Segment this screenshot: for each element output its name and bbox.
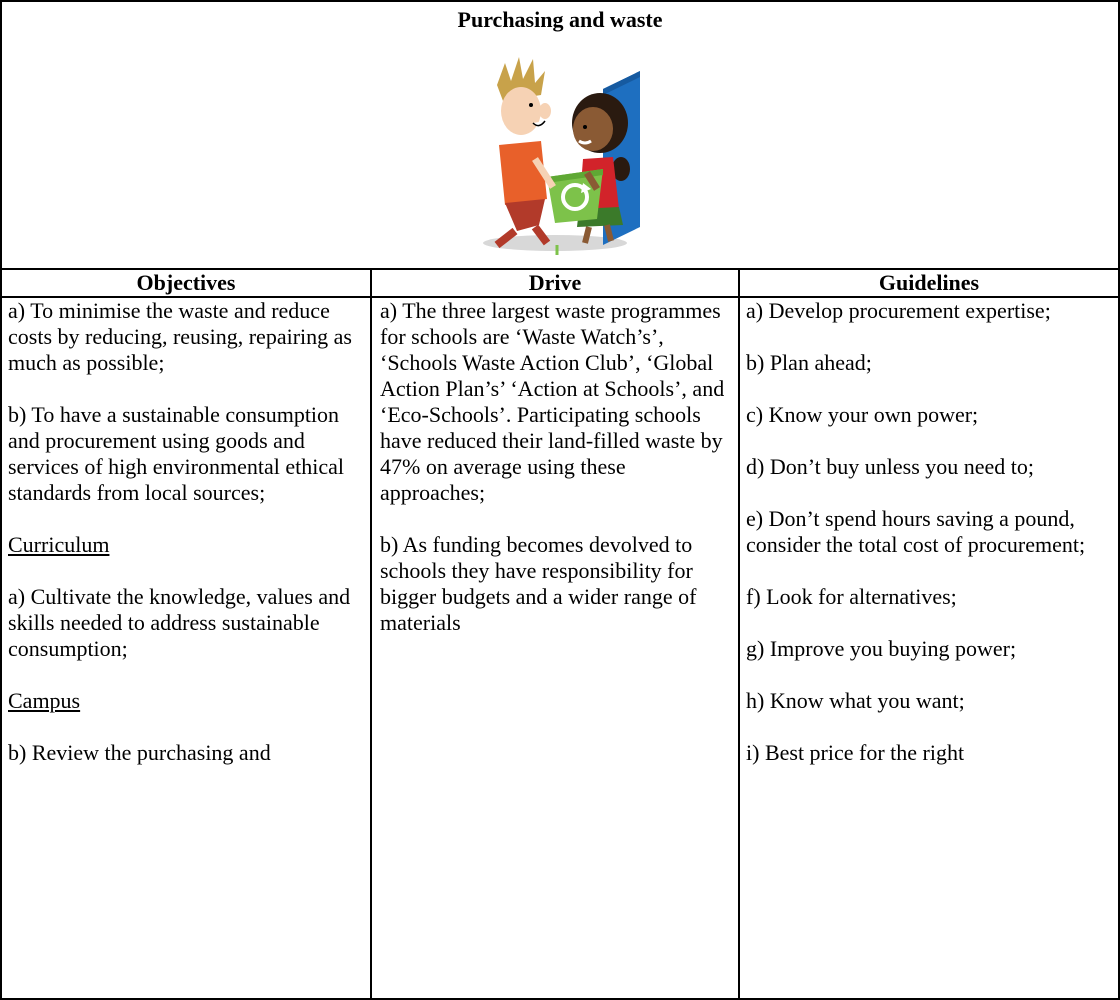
objectives-paragraph: b) Review the purchasing and bbox=[8, 740, 271, 765]
guideline-item: c) Know your own power; bbox=[746, 402, 979, 427]
table-title: Purchasing and waste bbox=[457, 7, 663, 32]
guideline-item: a) Develop procurement expertise; bbox=[746, 298, 1051, 323]
objectives-paragraph: b) To have a sustainable consumption and… bbox=[8, 402, 344, 505]
guideline-item: g) Improve you buying power; bbox=[746, 636, 1017, 661]
guideline-item: f) Look for alternatives; bbox=[746, 584, 957, 609]
header-drive: Drive bbox=[370, 268, 740, 298]
guideline-item: e) Don’t spend hours saving a pound, con… bbox=[746, 506, 1086, 557]
objectives-cell: a) To minimise the waste and reduce cost… bbox=[0, 296, 372, 1000]
guideline-item: i) Best price for the right bbox=[746, 740, 965, 765]
drive-cell: a) The three largest waste programmes fo… bbox=[370, 296, 740, 1000]
guideline-item: b) Plan ahead; bbox=[746, 350, 872, 375]
drive-paragraph: b) As funding becomes devolved to school… bbox=[380, 532, 697, 635]
curriculum-heading: Curriculum bbox=[8, 532, 110, 557]
guideline-item: d) Don’t buy unless you need to; bbox=[746, 454, 1035, 479]
header-guidelines: Guidelines bbox=[737, 268, 1120, 298]
title-cell: Purchasing and waste bbox=[0, 0, 1120, 270]
campus-heading: Campus bbox=[8, 688, 81, 713]
objectives-paragraph: a) To minimise the waste and reduce cost… bbox=[8, 298, 352, 375]
recycling-kids-illustration-icon bbox=[483, 57, 640, 255]
drive-paragraph: a) The three largest waste programmes fo… bbox=[380, 298, 725, 505]
header-objectives: Objectives bbox=[0, 268, 372, 298]
guideline-item: h) Know what you want; bbox=[746, 688, 965, 713]
guidelines-cell: a) Develop procurement expertise; b) Pla… bbox=[737, 296, 1120, 1000]
objectives-paragraph: a) Cultivate the knowledge, values and s… bbox=[8, 584, 351, 661]
